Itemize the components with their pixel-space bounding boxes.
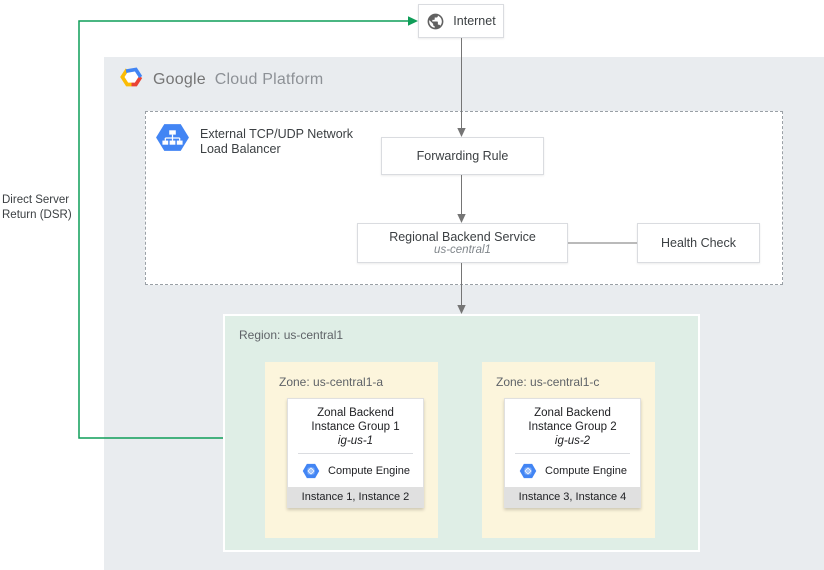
group-title-line2: Instance Group 1 [311, 421, 400, 433]
gcp-hexagon-logo-icon [119, 66, 144, 93]
instance-group-card: Zonal Backend Instance Group 1 ig-us-1 [287, 398, 424, 508]
region-label: Region: us-central1 [239, 328, 344, 342]
group-title-line2: Instance Group 2 [528, 421, 617, 433]
compute-engine-icon [518, 462, 538, 480]
forwarding-rule-label: Forwarding Rule [416, 149, 509, 163]
instance-group-title: Zonal Backend Instance Group 1 ig-us-1 [288, 399, 423, 448]
gcp-logo: Google Cloud Platform [119, 66, 323, 93]
backend-service-region: us-central1 [434, 243, 491, 256]
internet-label: Internet [453, 14, 496, 28]
group-name: ig-us-1 [337, 435, 374, 447]
instance-group-title: Zonal Backend Instance Group 2 ig-us-2 [505, 399, 640, 448]
health-check-label: Health Check [660, 236, 737, 250]
zone-box-us-central1-c: Zone: us-central1-c Zonal Backend Instan… [482, 362, 655, 538]
group-title-line1: Zonal Backend [317, 407, 394, 419]
group-name: ig-us-2 [554, 435, 591, 447]
load-balancer-title: External TCP/UDP Network Load Balancer [200, 127, 353, 157]
zone-label: Zone: us-central1-a [279, 375, 384, 389]
load-balancer-title-line2: Load Balancer [200, 142, 281, 156]
gcp-logo-word1: Google [153, 70, 206, 88]
card-divider [515, 453, 630, 454]
dsr-label: Direct Server Return (DSR) [2, 193, 72, 223]
compute-engine-row: Compute Engine [288, 454, 423, 487]
gcp-logo-word2: Cloud Platform [214, 70, 324, 88]
health-check-node: Health Check [637, 223, 760, 263]
internet-node: Internet [418, 4, 504, 38]
dsr-label-line1: Direct Server [2, 194, 70, 206]
compute-engine-icon [301, 462, 321, 480]
load-balancer-icon [154, 121, 191, 154]
card-divider [298, 453, 413, 454]
backend-service-label: Regional Backend Service [389, 229, 536, 244]
compute-engine-label: Compute Engine [328, 464, 410, 477]
load-balancer-title-line1: External TCP/UDP Network [200, 127, 354, 141]
instances-footer: Instance 1, Instance 2 [288, 487, 423, 507]
dsr-label-line2: Return (DSR) [2, 209, 72, 221]
group-title-line1: Zonal Backend [534, 407, 611, 419]
instances-footer: Instance 3, Instance 4 [505, 487, 640, 507]
compute-engine-label: Compute Engine [545, 464, 627, 477]
zone-label: Zone: us-central1-c [496, 375, 600, 389]
backend-service-node: Regional Backend Service us-central1 [357, 223, 568, 263]
forwarding-rule-node: Forwarding Rule [381, 137, 544, 175]
zone-box-us-central1-a: Zone: us-central1-a Zonal Backend Instan… [265, 362, 438, 538]
globe-icon [426, 12, 445, 31]
compute-engine-row: Compute Engine [505, 454, 640, 487]
instance-group-card: Zonal Backend Instance Group 2 ig-us-2 [504, 398, 641, 508]
